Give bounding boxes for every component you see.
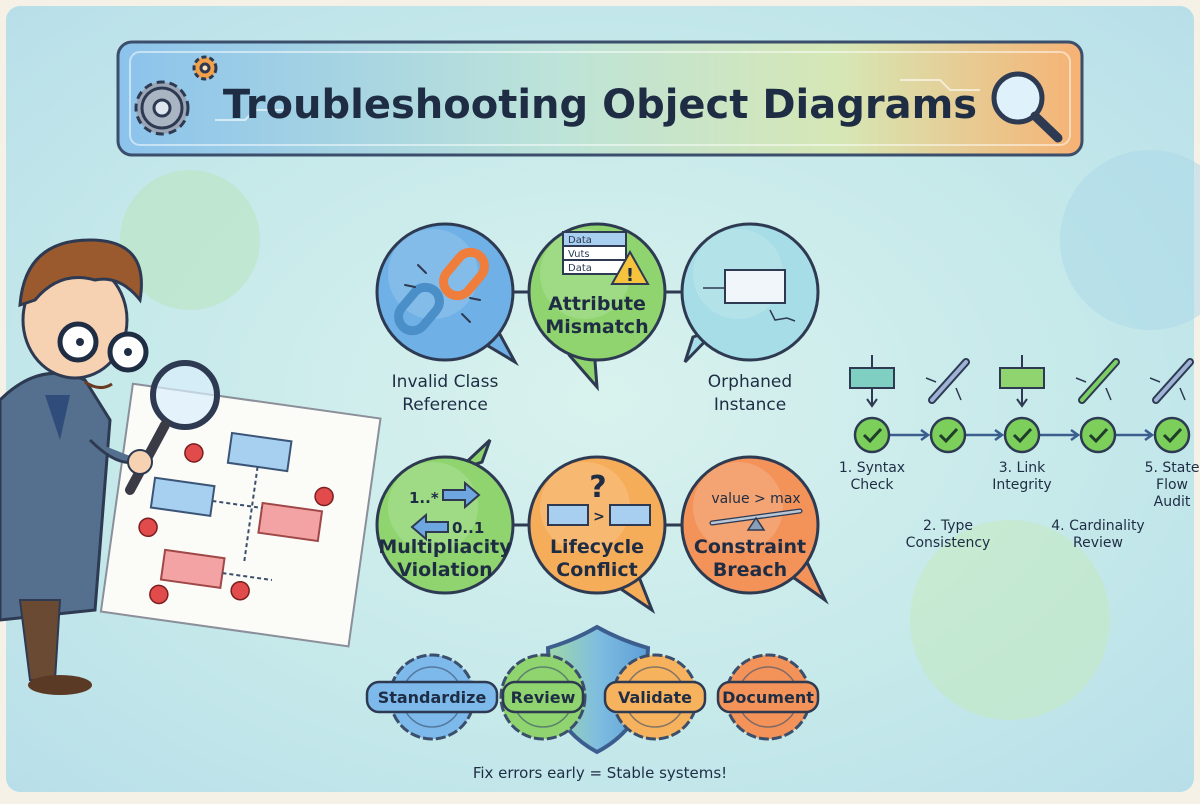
detached-box-icon: [703, 269, 796, 322]
svg-text:0..1: 0..1: [452, 519, 484, 537]
balance-icon: value > max: [709, 491, 803, 531]
error-label: Lifecycle: [550, 536, 644, 558]
badge-review: Review: [499, 653, 587, 741]
error-label: Mismatch: [545, 316, 648, 338]
error-diagram-sheet: [99, 382, 382, 648]
title-banner: Troubleshooting Object Diagrams: [116, 40, 1084, 157]
badge-label: Validate: [618, 688, 692, 707]
svg-text:1..*: 1..*: [409, 489, 439, 507]
badge-standardize: Standardize: [365, 653, 499, 741]
arrow-right-icon: [966, 428, 1005, 442]
badge-label: Standardize: [378, 688, 487, 707]
arrow-right-icon: [890, 428, 931, 442]
badge-document: Document: [716, 653, 820, 741]
step-label: Review: [1073, 535, 1123, 551]
error-label: Violation: [397, 559, 492, 581]
error-label: Breach: [713, 559, 787, 581]
svg-text:!: !: [626, 265, 634, 286]
step-label: Consistency: [906, 535, 991, 551]
svg-text:>: >: [593, 509, 605, 525]
best-practice-badges: Standardize Review Validate Document: [365, 653, 820, 741]
svg-text:Data: Data: [568, 235, 592, 246]
check-circle-icon: [1153, 416, 1191, 454]
box-arrow-icon: [999, 355, 1045, 408]
svg-text:Data: Data: [568, 263, 592, 274]
error-label: Conflict: [556, 559, 637, 581]
step-label: Integrity: [992, 477, 1051, 493]
check-circle-icon: [1003, 416, 1041, 454]
error-label: Constraint: [694, 536, 806, 558]
marker-icon: [1075, 358, 1120, 404]
footer-tagline: Fix errors early = Stable systems!: [473, 764, 727, 782]
svg-text:value > max: value > max: [711, 491, 800, 507]
pen-link-icon: [925, 358, 970, 404]
step-label: 4. Cardinality: [1051, 518, 1144, 534]
badge-label: Review: [511, 688, 576, 707]
page-title: Troubleshooting Object Diagrams: [223, 82, 977, 128]
multiplicity-arrows-icon: 1..* 0..1: [409, 480, 484, 542]
step-label: 1. Syntax: [839, 460, 905, 476]
error-label: Attribute: [548, 293, 646, 315]
step-label: 5. State: [1145, 460, 1200, 476]
broken-chain-icon: [394, 247, 489, 336]
data-table-warning-icon: Data Vuts Data !: [562, 231, 650, 286]
check-circle-icon: [853, 416, 891, 454]
detective-illustration: [0, 238, 382, 695]
step-label: 3. Link: [999, 460, 1046, 476]
step-label: Flow: [1156, 477, 1188, 493]
svg-text:?: ?: [589, 470, 606, 505]
pencil-sparkle-icon: [1149, 358, 1194, 404]
box-arrow-icon: [849, 355, 895, 408]
badge-label: Document: [722, 688, 814, 707]
arrow-right-icon: [1116, 428, 1155, 442]
error-label: Reference: [402, 395, 488, 415]
gear-icon: [134, 55, 218, 136]
magnifier-icon: [991, 71, 1063, 143]
step-label: 2. Type: [923, 518, 973, 534]
step-label: Audit: [1154, 494, 1191, 510]
badge-validate: Validate: [603, 653, 707, 741]
error-label: Orphaned: [708, 372, 792, 392]
check-circle-icon: [929, 416, 967, 454]
question-boxes-icon: ? >: [547, 470, 651, 526]
error-label: Multipliacity: [378, 536, 512, 558]
arrow-right-icon: [1040, 428, 1081, 442]
error-label: Instance: [714, 395, 786, 415]
step-label: Check: [850, 477, 894, 493]
check-circle-icon: [1079, 416, 1117, 454]
error-label: Invalid Class: [392, 372, 499, 392]
svg-text:Vuts: Vuts: [568, 249, 590, 260]
